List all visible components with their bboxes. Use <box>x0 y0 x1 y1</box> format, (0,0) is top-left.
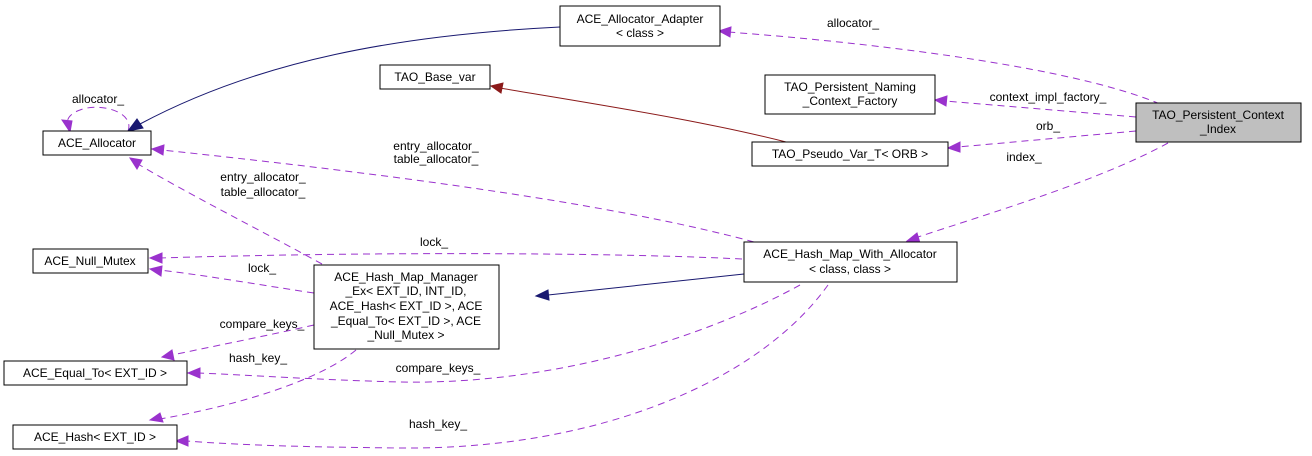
edge-label: allocator_ <box>72 92 124 106</box>
node-label-line: TAO_Pseudo_Var_T< ORB > <box>772 147 928 161</box>
edge-label: compare_keys_ <box>396 361 481 375</box>
edge-focus-to-naming-factory: context_impl_factory_ <box>933 90 1137 118</box>
node-ace-allocator[interactable]: ACE_Allocator <box>42 130 152 156</box>
node-label-line: ACE_Hash_Map_Manager <box>334 270 477 284</box>
node-label-line: ACE_Hash_Map_With_Allocator <box>763 247 936 261</box>
node-ace-hash-map-with-allocator[interactable]: ACE_Hash_Map_With_Allocator < class, cla… <box>743 241 958 283</box>
edge-hmm-to-hash: hash_key_ <box>148 349 357 423</box>
edge-label: table_allocator_ <box>221 185 306 199</box>
nodes-layer: TAO_Persistent_Context _Index ACE_Alloca… <box>3 5 1302 450</box>
edge-allocator-self: allocator_ <box>60 92 130 134</box>
node-label-line: < class > <box>616 26 664 40</box>
node-label-line: ACE_Null_Mutex <box>44 254 135 268</box>
node-label-line: TAO_Persistent_Context <box>1152 108 1285 122</box>
edge-hmm-to-equal-to: compare_keys_ <box>160 317 315 361</box>
node-tao-base-var[interactable]: TAO_Base_var <box>379 64 491 90</box>
node-ace-null-mutex[interactable]: ACE_Null_Mutex <box>32 248 149 274</box>
node-ace-equal-to-ext-id[interactable]: ACE_Equal_To< EXT_ID > <box>3 360 188 386</box>
edge-pseudo-var-to-base-var <box>489 82 791 144</box>
node-label-line: TAO_Base_var <box>394 70 475 84</box>
edge-label: entry_allocator_ <box>393 139 479 153</box>
node-label-line: _Index <box>1199 122 1236 136</box>
edge-label: hash_key_ <box>229 351 287 365</box>
edge-label: context_impl_factory_ <box>990 90 1107 104</box>
edge-focus-to-hash-map-with-allocator: index_ <box>905 142 1169 244</box>
node-label-line: ACE_Allocator_Adapter <box>577 12 704 26</box>
edge-hmwa-inherits-hmm <box>534 273 745 301</box>
node-ace-allocator-adapter[interactable]: ACE_Allocator_Adapter < class > <box>559 5 721 47</box>
edge-label: compare_keys_ <box>220 317 305 331</box>
edge-hmwa-to-null-mutex: lock_ <box>148 235 743 264</box>
node-label-line: _Null_Mutex > <box>366 328 444 342</box>
node-label-line: _Ex< EXT_ID, INT_ID, <box>344 284 466 298</box>
node-label-line: TAO_Persistent_Naming <box>784 80 916 94</box>
edge-hmwa-to-equal-to: compare_keys_ <box>186 284 801 383</box>
edge-hmwa-to-hash: hash_key_ <box>174 284 829 449</box>
edge-label: lock_ <box>248 261 276 275</box>
node-tao-pseudo-var-t-orb[interactable]: TAO_Pseudo_Var_T< ORB > <box>751 141 949 167</box>
edge-hmm-to-allocator: entry_allocator_ table_allocator_ <box>128 157 323 265</box>
node-label-line: _Context_Factory <box>802 94 898 108</box>
node-label-line: < class, class > <box>809 262 891 276</box>
edge-label: hash_key_ <box>409 417 467 431</box>
edge-hmwa-to-allocator: entry_allocator_ table_allocator_ <box>150 139 755 243</box>
node-tao-persistent-context-index[interactable]: TAO_Persistent_Context _Index <box>1135 102 1302 143</box>
edge-focus-to-pseudo-var: orb_ <box>946 119 1137 153</box>
edge-label: lock_ <box>420 235 448 249</box>
node-label-line: ACE_Equal_To< EXT_ID > <box>23 366 167 380</box>
node-tao-persistent-naming-context-factory[interactable]: TAO_Persistent_Naming _Context_Factory <box>764 74 936 115</box>
node-ace-hash-map-manager-ex[interactable]: ACE_Hash_Map_Manager _Ex< EXT_ID, INT_ID… <box>313 264 500 350</box>
edge-label: allocator_ <box>827 16 879 30</box>
node-label-line: _Equal_To< EXT_ID >, ACE <box>330 314 481 328</box>
edge-adapter-inherits-allocator <box>126 26 561 132</box>
edge-focus-to-adapter: allocator_ <box>717 16 1161 105</box>
edge-label: index_ <box>1006 150 1042 164</box>
edge-label: entry_allocator_ <box>220 170 306 184</box>
node-label-line: ACE_Hash< EXT_ID >, ACE <box>330 299 483 313</box>
node-ace-hash-ext-id[interactable]: ACE_Hash< EXT_ID > <box>12 424 178 450</box>
node-label-line: ACE_Allocator <box>58 136 136 150</box>
edge-label: table_allocator_ <box>394 152 479 166</box>
edges-layer: allocator_ allocator_ context_impl_facto… <box>60 16 1169 449</box>
node-label-line: ACE_Hash< EXT_ID > <box>34 430 156 444</box>
edge-label: orb_ <box>1036 119 1060 133</box>
edge-hmm-to-null-mutex: lock_ <box>148 261 315 294</box>
